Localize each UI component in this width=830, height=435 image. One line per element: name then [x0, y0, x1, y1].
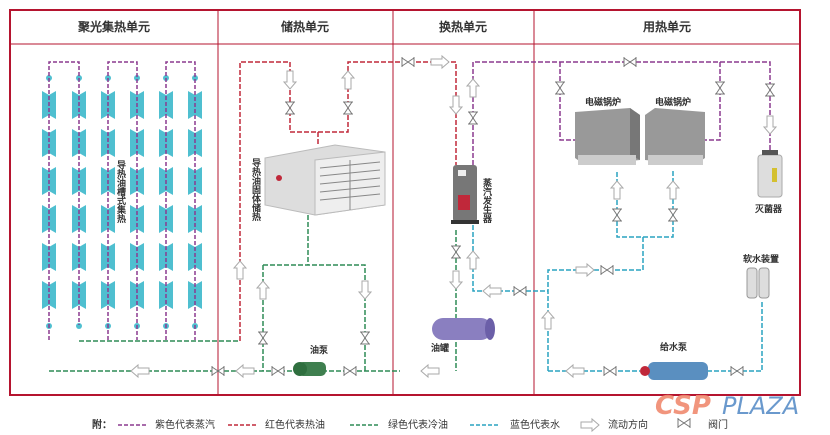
legend-label-hot-oil: 红色代表热油 [265, 418, 325, 431]
collector-label: 导热油槽式集热 [115, 160, 127, 224]
boiler-1-label: 电磁锅炉 [585, 96, 621, 108]
header-exchange-unit: 换热单元 [439, 19, 487, 34]
water-softener [746, 267, 770, 299]
legend-prefix: 附： [92, 418, 112, 431]
storage-block [264, 144, 386, 216]
hot-oil-pipes [239, 61, 457, 341]
legend: 附： 紫色代表蒸汽 红色代表热油 绿色代表冷油 蓝色代表水 流动方向 阀门 [92, 417, 728, 432]
sterilizer [757, 150, 783, 198]
watermark-plaza: PLAZA [722, 392, 799, 420]
steam-pipes-solar [48, 61, 196, 340]
softener-label: 软水装置 [743, 253, 779, 265]
oil-pump-label: 油泵 [310, 344, 329, 356]
header-usage-unit: 用热单元 [642, 19, 691, 34]
legend-label-valve: 阀门 [708, 418, 728, 431]
collector-node [76, 323, 82, 329]
legend-label-cold-oil: 绿色代表冷油 [388, 418, 448, 431]
steam-generator [451, 165, 479, 224]
boiler-2 [645, 108, 705, 165]
boiler-1 [575, 108, 640, 165]
collector-node [134, 75, 140, 81]
storage-label: 导热油固体储热 [250, 158, 261, 222]
oil-pump [293, 362, 326, 376]
legend-label-steam: 紫色代表蒸汽 [155, 418, 215, 431]
oil-tank-label: 油罐 [431, 342, 449, 354]
feed-pump-label: 给水泵 [660, 341, 688, 353]
legend-arrow-icon [580, 418, 600, 432]
legend-label-water: 蓝色代表水 [510, 418, 560, 431]
sterilizer-label: 灭菌器 [754, 203, 783, 215]
header-solar-unit: 聚光集热单元 [77, 19, 150, 34]
oil-tank [432, 318, 495, 340]
watermark-csp: CSP [655, 391, 711, 421]
water-pipes [472, 170, 763, 372]
legend-label-flow: 流动方向 [608, 418, 648, 431]
boiler-2-label: 电磁锅炉 [655, 96, 691, 108]
header-storage-unit: 储热单元 [281, 19, 329, 34]
outer-frame [9, 9, 801, 396]
feed-pump [640, 362, 708, 380]
steam-generator-label: 蒸汽发生器 [481, 177, 493, 224]
collector-node [192, 75, 198, 81]
